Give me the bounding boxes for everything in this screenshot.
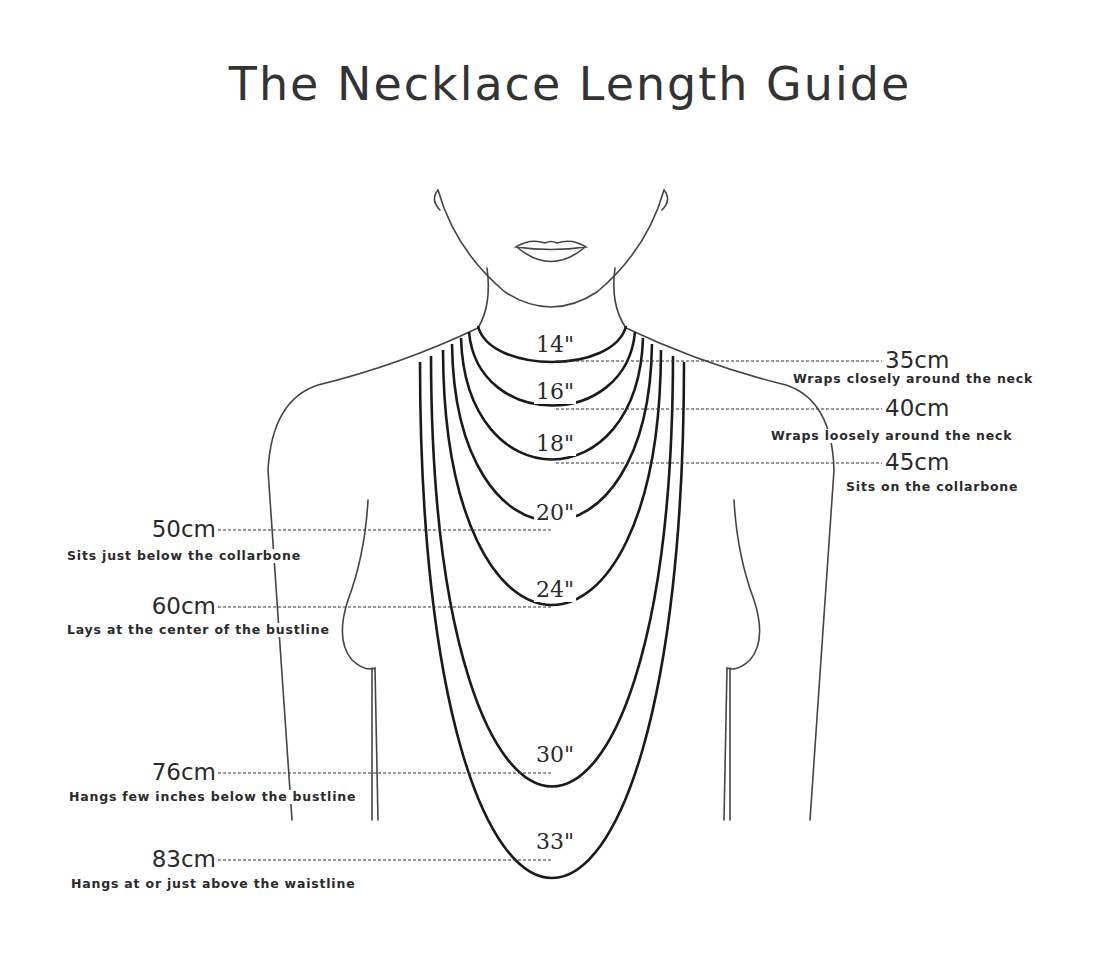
fit-note: Sits just below the collarbone (66, 549, 302, 563)
fit-note: Sits on the collarbone (845, 480, 1019, 494)
length-inches: 14" (534, 333, 576, 357)
fit-note: Wraps loosely around the neck (770, 429, 1013, 443)
fit-note: Hangs at or just above the waistline (70, 877, 356, 891)
fit-note: Wraps closely around the neck (792, 372, 1034, 386)
length-cm: 83cm (152, 847, 216, 872)
length-cm: 35cm (885, 348, 949, 373)
fit-note: Hangs few inches below the bustline (68, 790, 357, 804)
length-cm: 45cm (885, 450, 949, 475)
figure-outline (268, 190, 834, 820)
length-cm: 76cm (152, 760, 216, 785)
length-cm: 50cm (152, 517, 216, 542)
length-cm: 60cm (152, 594, 216, 619)
fit-note: Lays at the center of the bustline (66, 623, 331, 637)
length-inches: 30" (534, 743, 576, 767)
length-inches: 18" (534, 432, 576, 456)
length-cm: 40cm (885, 396, 949, 421)
necklace-chains (420, 326, 684, 878)
length-inches: 24" (534, 578, 576, 602)
length-inches: 33" (534, 830, 576, 854)
length-inches: 16" (534, 380, 576, 404)
diagram-title: The Necklace Length Guide (229, 59, 911, 110)
length-inches: 20" (534, 501, 576, 525)
